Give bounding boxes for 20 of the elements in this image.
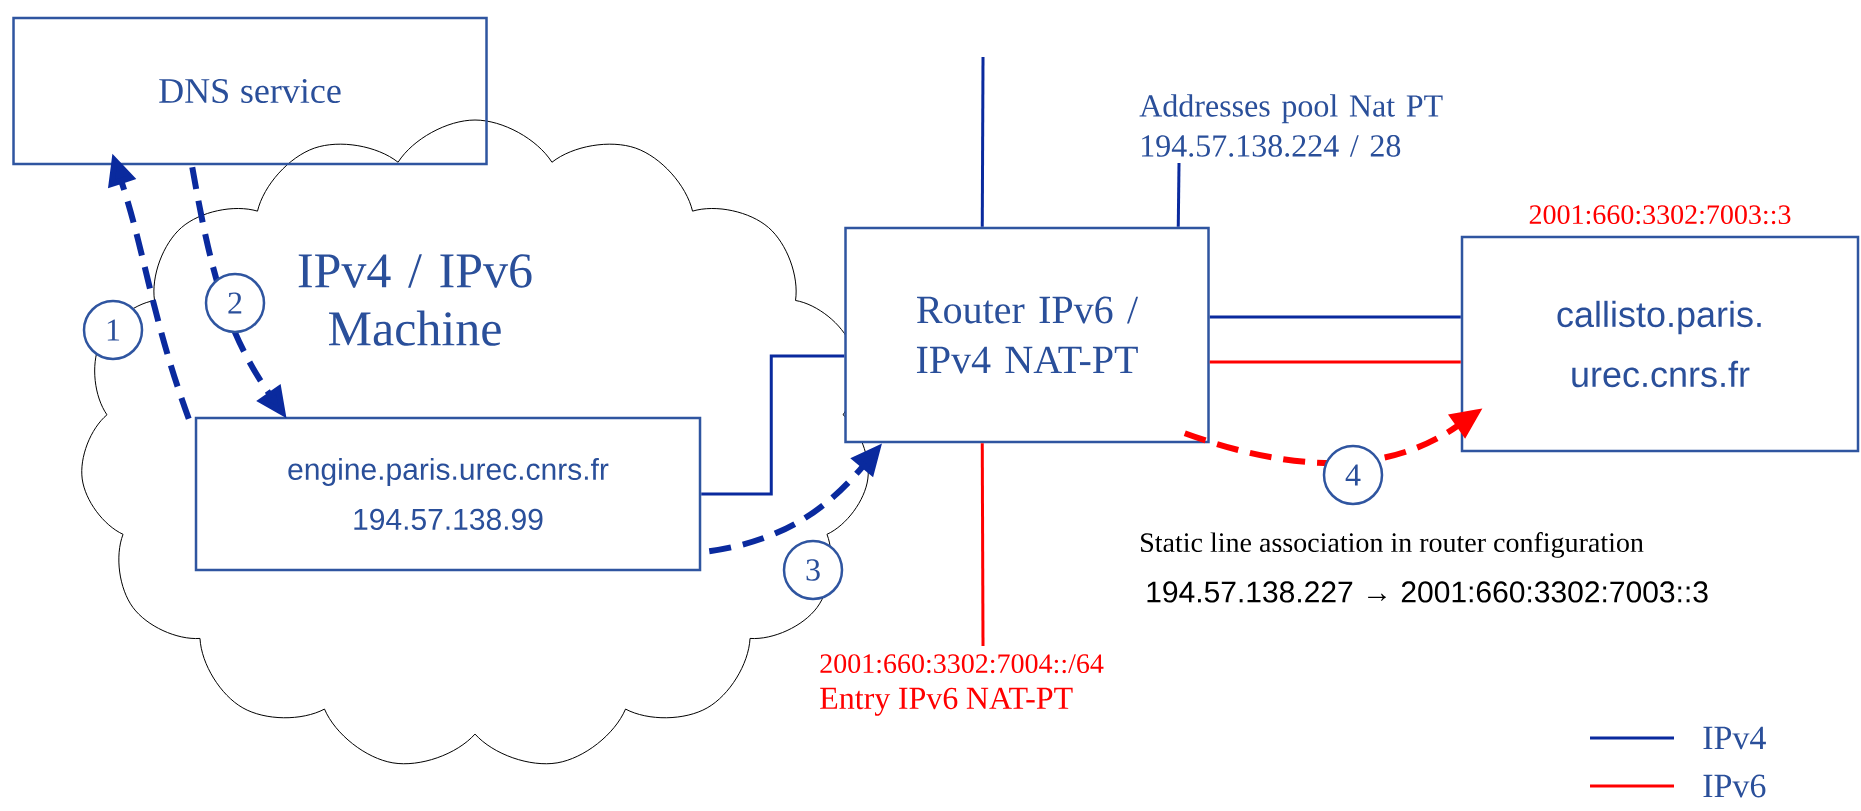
connection-line [1209,315,1461,319]
step-number: 3 [782,539,844,601]
node-label: 2001:660:3302:7003::3 [1529,205,1791,225]
connection-line [1209,360,1461,364]
legend-text: IPv4 [1703,726,1766,750]
router-box: Router IPv6 / IPv4 NAT-PT [844,226,1210,444]
network-line [980,57,985,227]
network-line [980,443,985,646]
host-box: engine.paris.urec.cnrs.fr 194.57.138.99 [194,416,702,572]
step-number: 2 [204,272,266,334]
dns-box: DNS service [12,16,488,166]
step-number: 4 [1322,444,1384,506]
step-number: 1 [82,299,144,361]
mapping-text: 194.57.138.227 → 2001:660:3302:7003::3 [1147,581,1708,603]
leader-line [1176,163,1181,227]
annotation-text: Static line association in router configuration [1141,532,1644,558]
connection-line [701,354,845,496]
server-box: callisto.paris. urec.cnrs.fr 2001:660:3302:7003::3 [1460,205,1860,453]
address-label: Addresses pool Nat PT 194.57.138.224 / 28 [1139,94,1443,157]
legend-text: IPv6 [1703,774,1766,798]
